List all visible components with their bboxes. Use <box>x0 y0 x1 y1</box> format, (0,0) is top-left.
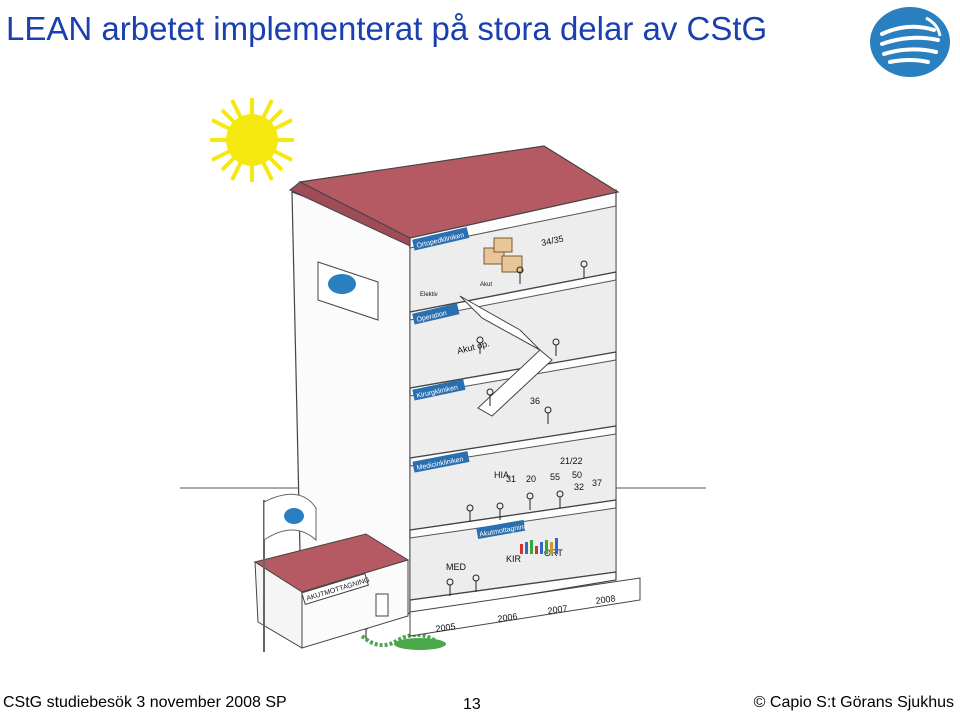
year-2008: 2008 <box>595 593 616 606</box>
room-hia: HIA <box>494 470 509 480</box>
room-akut: Akut <box>480 282 492 288</box>
flag-logo-icon <box>284 508 304 524</box>
sun-icon <box>210 98 294 182</box>
room-36: 36 <box>530 396 540 406</box>
timeline-steps <box>409 577 641 637</box>
page-number: 13 <box>463 696 481 713</box>
room-med: MED <box>446 562 467 572</box>
footer-right: © Capio S:t Görans Sjukhus <box>753 694 954 711</box>
slide-title: LEAN arbetet implementerat på stora dela… <box>6 10 768 47</box>
year-2005: 2005 <box>435 621 456 634</box>
room-21-22: 21/22 <box>560 456 583 466</box>
wall-logo-sign <box>317 261 379 321</box>
er-status-bars <box>520 538 558 554</box>
room-32: 32 <box>574 482 584 492</box>
room-ort: ORT <box>544 548 563 558</box>
room-31: 31 <box>506 474 516 484</box>
year-2006: 2006 <box>497 611 518 624</box>
room-34-35: 34/35 <box>540 233 564 247</box>
room-50: 50 <box>572 470 582 480</box>
room-55: 55 <box>550 472 560 482</box>
room-37: 37 <box>592 478 602 488</box>
room-20: 20 <box>526 474 536 484</box>
room-kir: KIR <box>506 554 522 564</box>
year-2007: 2007 <box>547 603 568 616</box>
room-elektiv: Elektiv <box>420 292 438 298</box>
hand-logo-icon <box>870 7 950 77</box>
footer-left: CStG studiebesök 3 november 2008 SP <box>3 694 287 711</box>
